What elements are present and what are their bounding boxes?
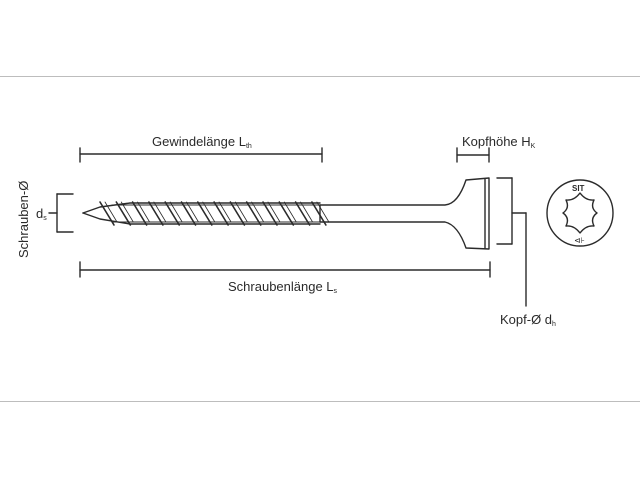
- thread-flight: [99, 201, 115, 226]
- thread-flight: [197, 201, 213, 226]
- thread-flight: [229, 201, 246, 226]
- thread-flight-edge: [153, 201, 167, 223]
- thread-flight: [245, 201, 262, 226]
- thread-flights: [99, 201, 330, 226]
- head-diameter-label: Kopf-Ø dh: [500, 312, 556, 328]
- screw-diameter-axis-label: Schrauben-Ø: [16, 180, 31, 258]
- thread-flight-edge: [218, 201, 232, 223]
- thread-flight-edge: [120, 201, 134, 223]
- thread-flight: [278, 201, 295, 226]
- head-diameter-dimension: [496, 177, 527, 307]
- thread-length-dimension: [79, 147, 323, 163]
- thread-flight-edge: [267, 201, 281, 223]
- diagram-frame: [0, 76, 640, 402]
- thread-flight-edge: [251, 201, 265, 223]
- screw-diameter-label: ds: [36, 206, 47, 222]
- thread-flight: [164, 201, 180, 226]
- thread-flight: [115, 201, 132, 226]
- head-height-label: Kopfhöhe HK: [462, 134, 536, 150]
- thread-flight: [131, 201, 148, 226]
- thread-flight-edge: [202, 201, 216, 223]
- thread-flight: [262, 201, 278, 226]
- screw-length-dimension: [79, 261, 491, 278]
- thread-flight-edge: [283, 201, 297, 223]
- thread-flight-edge: [235, 201, 248, 223]
- thread-flight: [180, 201, 197, 226]
- head-marking-top: SIT: [572, 184, 585, 193]
- thread-flight-edge: [186, 201, 199, 223]
- thread-length-label: Gewindelänge Lth: [152, 134, 252, 150]
- thread-flight-edge: [137, 201, 150, 223]
- thread-flight: [148, 201, 164, 226]
- screw-diameter-dimension: [48, 193, 74, 233]
- head-height-dimension: [456, 147, 490, 163]
- thread-flight: [213, 201, 229, 226]
- screw-length-label: Schraubenlänge Ls: [228, 279, 338, 295]
- head-marking-bottom: ⊲⊦: [574, 236, 585, 245]
- screw-body: [319, 177, 490, 250]
- thread-flight: [294, 201, 311, 226]
- thread-flight-edge: [169, 201, 183, 223]
- torx-star-icon: [562, 192, 598, 234]
- head-end-view: [546, 179, 614, 247]
- thread-flight-edge: [316, 201, 330, 223]
- thread-flight: [311, 201, 327, 226]
- thread-flight-edge: [300, 201, 313, 223]
- thread-flight-edge: [104, 201, 118, 223]
